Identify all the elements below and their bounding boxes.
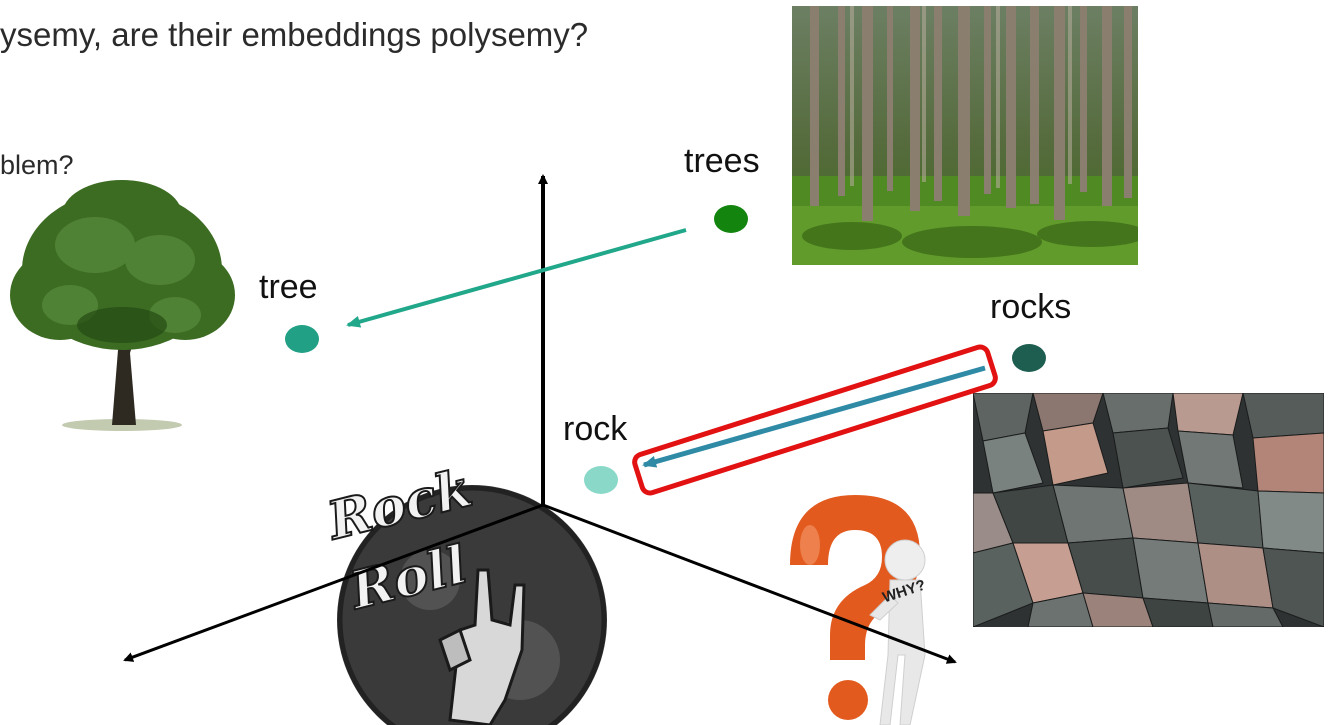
trees-to-tree-arrow: [348, 230, 686, 325]
tree-label: tree: [259, 268, 318, 307]
x-axis-left: [125, 505, 543, 660]
rocks-label: rocks: [990, 288, 1071, 327]
highlight-box: [633, 345, 998, 495]
trees-label: trees: [684, 142, 760, 181]
z-axis-right: [543, 505, 955, 662]
rocks-to-rock-arrow: [644, 368, 985, 465]
tree-dot: [285, 325, 319, 353]
rock-label: rock: [563, 410, 627, 449]
trees-dot: [714, 205, 748, 233]
rocks-dot: [1012, 344, 1046, 372]
rock-dot: [584, 466, 618, 494]
